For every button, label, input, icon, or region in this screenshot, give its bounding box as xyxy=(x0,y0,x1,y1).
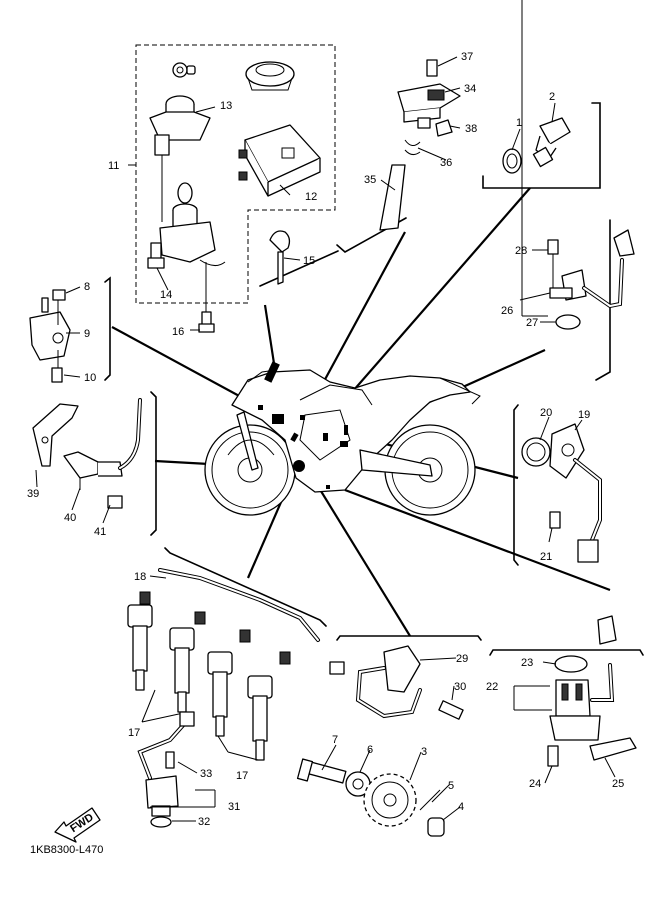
sensor-34-38-group xyxy=(379,59,461,231)
callout-27: 27 xyxy=(526,317,538,329)
callout-17-left: 17 xyxy=(128,727,140,739)
callout-18: 18 xyxy=(134,571,146,583)
sensor-39-41-group xyxy=(32,398,142,509)
sprocket-part xyxy=(363,773,417,827)
coil-4 xyxy=(247,651,291,761)
fuel-cap-part xyxy=(245,61,295,91)
callout-3: 3 xyxy=(421,746,427,758)
callout-24: 24 xyxy=(529,778,541,790)
callout-6: 6 xyxy=(367,744,373,756)
callout-4: 4 xyxy=(458,801,464,813)
callout-10: 10 xyxy=(84,372,96,384)
callout-1: 1 xyxy=(516,117,522,129)
callout-21: 21 xyxy=(540,551,552,563)
callout-14: 14 xyxy=(160,289,172,301)
sensor-26-28-group xyxy=(547,229,635,330)
bolt-16-part xyxy=(198,311,215,333)
callout-11: 11 xyxy=(108,160,119,172)
lock-assembly-part xyxy=(159,182,226,312)
callout-15: 15 xyxy=(303,255,315,267)
callout-38: 38 xyxy=(465,123,477,135)
callout-25: 25 xyxy=(612,778,624,790)
callout-5: 5 xyxy=(448,780,454,792)
callout-28: 28 xyxy=(515,245,527,257)
parts-3-7-group xyxy=(296,758,445,837)
callout-22: 22 xyxy=(486,681,498,693)
sensor-1-2-group xyxy=(502,117,571,174)
callout-13: 13 xyxy=(220,100,232,112)
callout-17-right: 17 xyxy=(236,770,248,782)
callout-37: 37 xyxy=(461,51,473,63)
motorcycle xyxy=(204,361,481,516)
callout-30: 30 xyxy=(454,681,466,693)
lock-cylinder-part xyxy=(172,62,196,78)
callout-23: 23 xyxy=(521,657,533,669)
fwd-arrow: FWD xyxy=(54,807,101,843)
callout-36: 36 xyxy=(440,157,452,169)
main-switch-group xyxy=(147,61,321,333)
ignition-switch-part xyxy=(149,95,211,222)
callout-7: 7 xyxy=(332,734,338,746)
callout-26: 26 xyxy=(501,305,513,317)
coil-1 xyxy=(127,591,153,691)
callout-31: 31 xyxy=(228,801,240,813)
coil-2 xyxy=(169,611,206,713)
callout-12: 12 xyxy=(305,191,317,203)
callout-16: 16 xyxy=(172,326,184,338)
callout-33: 33 xyxy=(200,768,212,780)
figure-code: 1KB8300-L470 xyxy=(30,844,103,856)
sensor-22-25-group xyxy=(547,615,637,767)
callout-numbers: 37 34 38 36 35 2 1 13 11 12 15 14 16 8 9… xyxy=(27,51,624,828)
callout-41: 41 xyxy=(94,526,106,538)
callout-8: 8 xyxy=(84,281,90,293)
sensor-19-21-group xyxy=(521,423,602,563)
bolt-14-part xyxy=(147,242,165,269)
callout-2: 2 xyxy=(549,91,555,103)
callout-29: 29 xyxy=(456,653,468,665)
ecu-part xyxy=(238,124,321,197)
ignition-coils-group xyxy=(127,568,320,761)
callout-20: 20 xyxy=(540,407,552,419)
sensor-8-10-group xyxy=(29,289,71,383)
callout-35: 35 xyxy=(364,174,376,186)
callout-leaders xyxy=(35,0,616,822)
callout-19: 19 xyxy=(578,409,590,421)
key-part xyxy=(269,230,291,285)
sensor-29-30-group xyxy=(329,645,464,720)
sensor-31-33-group xyxy=(137,711,215,828)
coil-3 xyxy=(207,629,251,737)
callout-39: 39 xyxy=(27,488,39,500)
callout-40: 40 xyxy=(64,512,76,524)
callout-9: 9 xyxy=(84,328,90,340)
callout-34: 34 xyxy=(464,83,476,95)
callout-32: 32 xyxy=(198,816,210,828)
